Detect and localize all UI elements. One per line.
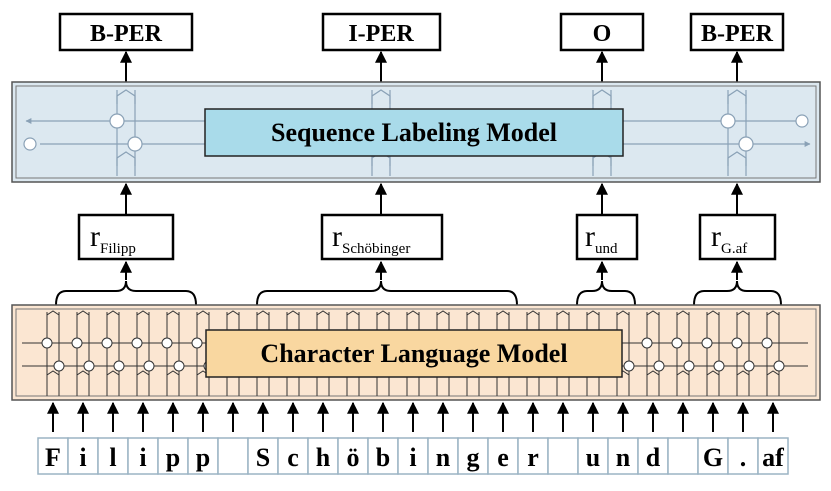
word-representation-1: rFilipp xyxy=(90,220,136,257)
char-input-label: b xyxy=(376,443,390,472)
word-representation-3: rund xyxy=(585,220,618,257)
char-input-label: d xyxy=(646,443,661,472)
char-input-label: c xyxy=(287,443,299,472)
brace-arrows xyxy=(120,260,743,280)
char-input-label: ö xyxy=(347,443,360,472)
char-input-box: p xyxy=(157,437,189,475)
char-input-label: r xyxy=(527,443,539,472)
char-input-label: . xyxy=(740,443,747,472)
char-input-box: d xyxy=(637,437,669,475)
char-input-box: b xyxy=(367,437,399,475)
char-input-label: g xyxy=(467,443,480,472)
brace-schobinger xyxy=(256,280,518,306)
output-label-2: I-PER xyxy=(348,21,414,47)
char-input-box: . xyxy=(727,437,759,475)
char-input-box: l xyxy=(97,437,129,475)
char-input-box: S xyxy=(247,437,279,475)
char-input-label: n xyxy=(616,443,631,472)
char-input-label: S xyxy=(256,443,270,472)
rep-to-seq-arrows xyxy=(120,182,743,214)
char-input-box: h xyxy=(307,437,339,475)
char-input-box: r xyxy=(517,437,549,475)
char-input-box: af xyxy=(757,437,789,475)
char-input-box: F xyxy=(37,437,69,475)
brace-und xyxy=(576,280,636,306)
char-input-box: g xyxy=(457,437,489,475)
character-language-model-band: Character Language Model xyxy=(11,304,821,401)
char-input-box: p xyxy=(187,437,219,475)
char-input-box: e xyxy=(487,437,519,475)
char-input-box: i xyxy=(397,437,429,475)
char-input-box xyxy=(217,437,249,475)
char-input-label: i xyxy=(139,443,146,472)
char-input-box xyxy=(667,437,699,475)
output-label-4: B-PER xyxy=(701,21,774,47)
word-braces xyxy=(55,280,782,306)
char-input-box: u xyxy=(577,437,609,475)
char-input-box xyxy=(547,437,579,475)
sequence-model-title: Sequence Labeling Model xyxy=(271,118,557,147)
char-input-label: l xyxy=(109,443,116,472)
char-input-label: i xyxy=(79,443,86,472)
char-input-label: h xyxy=(316,443,331,472)
char-input-label: F xyxy=(45,443,61,472)
word-representation-2: rSchöbinger xyxy=(332,220,410,257)
word-representations: rFilipp rSchöbinger rund rG.af xyxy=(77,213,777,261)
label-arrows xyxy=(120,50,743,82)
char-input-label: p xyxy=(166,443,180,472)
brace-gaf xyxy=(693,280,782,306)
char-input-label: u xyxy=(586,443,600,472)
output-label-3: O xyxy=(593,21,612,47)
char-input-box: i xyxy=(127,437,159,475)
char-input-label: e xyxy=(497,443,509,472)
char-input-box: n xyxy=(427,437,459,475)
char-input-label: n xyxy=(436,443,451,472)
output-label-1: B-PER xyxy=(90,21,163,47)
char-input-label: G xyxy=(703,443,723,472)
word-representation-4: rG.af xyxy=(711,220,747,257)
brace-filipp xyxy=(55,280,197,306)
char-input-label: p xyxy=(196,443,210,472)
char-input-box: ö xyxy=(337,437,369,475)
char-input-label: i xyxy=(409,443,416,472)
character-input-arrows xyxy=(47,401,779,432)
char-input-label: af xyxy=(762,443,784,472)
char-input-box: n xyxy=(607,437,639,475)
char-input-box: G xyxy=(697,437,729,475)
char-input-box: i xyxy=(67,437,99,475)
char-model-title: Character Language Model xyxy=(260,339,567,368)
char-input-box: c xyxy=(277,437,309,475)
output-labels: B-PER I-PER O B-PER xyxy=(58,12,785,52)
sequence-labeling-band: Sequence Labeling Model xyxy=(11,81,821,183)
